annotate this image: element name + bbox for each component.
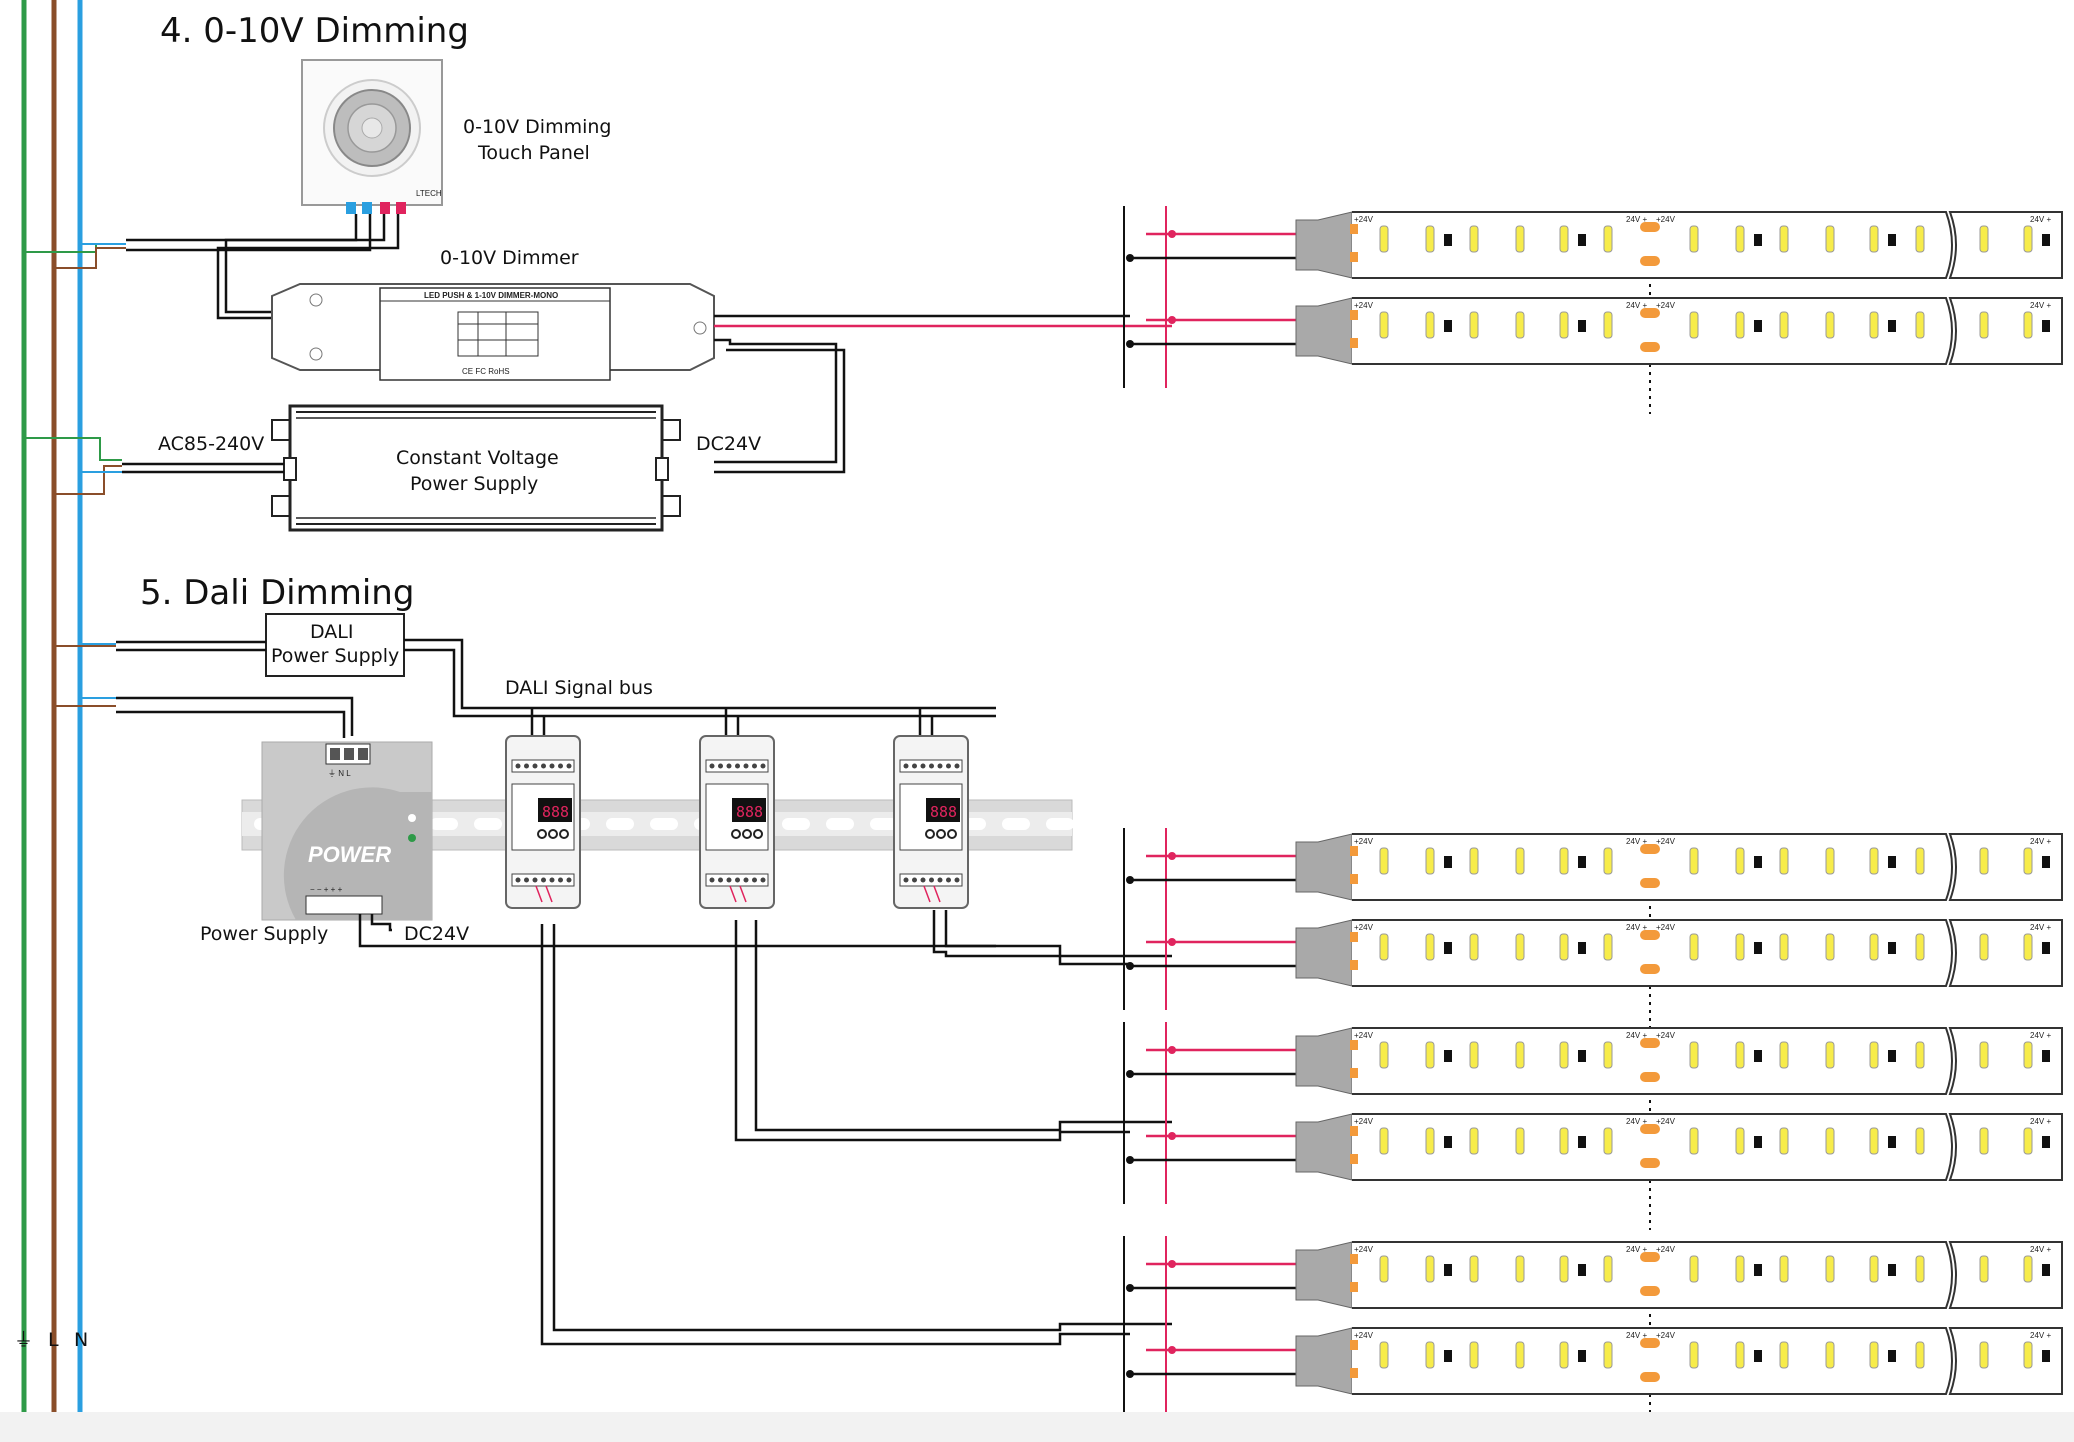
strip-voltage-label: 24V + <box>2030 215 2051 224</box>
dimmer-label: 0-10V Dimmer <box>440 247 579 269</box>
psu-terminals-top: ⏚ N L <box>328 769 351 778</box>
led-strip: +24V 24V + +24V 24V + <box>1126 211 2063 279</box>
strip-voltage-label: +24V <box>1354 1245 1374 1254</box>
decoder-display: 888 <box>736 803 763 821</box>
led-strip: +24V 24V + +24V 24V + <box>1126 1241 2063 1309</box>
strip-voltage-label: 24V + <box>2030 1331 2051 1340</box>
led-strip: +24V 24V + +24V 24V + <box>1126 1327 2063 1395</box>
strip-voltage-label: +24V <box>1656 923 1676 932</box>
led-strip: +24V 24V + +24V 24V + <box>1126 919 2063 987</box>
strip-voltage-label: +24V <box>1354 215 1374 224</box>
strip-voltage-label: +24V <box>1656 1117 1676 1126</box>
dali-psu-label-2: Power Supply <box>271 645 399 667</box>
strip-voltage-label: +24V <box>1354 301 1374 310</box>
led-strip: +24V 24V + +24V 24V + <box>1126 1027 2063 1095</box>
psu-face-label: POWER <box>308 842 391 867</box>
dimmer-plate-marks: CE FC RoHS <box>462 367 510 376</box>
strip-voltage-label: 24V + <box>2030 301 2051 310</box>
live-label: L <box>48 1329 59 1351</box>
dali-psu-box <box>265 613 405 677</box>
din-dc-label: DC24V <box>404 923 469 945</box>
led-strip: +24V 24V + +24V 24V + <box>1126 833 2063 901</box>
strip-voltage-label: 24V + <box>1626 1331 1647 1340</box>
strip-voltage-label: +24V <box>1354 837 1374 846</box>
section4-title: 4. 0-10V Dimming <box>160 11 469 51</box>
decoder-display: 888 <box>542 803 569 821</box>
psu-label-2: Power Supply <box>410 473 538 495</box>
strip-voltage-label: 24V + <box>2030 837 2051 846</box>
strip-voltage-label: 24V + <box>1626 215 1647 224</box>
strip-voltage-label: 24V + <box>1626 1245 1647 1254</box>
touch-panel: LTECH <box>301 59 443 214</box>
din-power-supply: ⏚ N L POWER − − + + + <box>261 741 433 921</box>
touch-panel-label-1: 0-10V Dimming <box>463 116 611 138</box>
strip-voltage-label: +24V <box>1656 1331 1676 1340</box>
section5-title: 5. Dali Dimming <box>140 573 414 613</box>
strip-voltage-label: 24V + <box>2030 1245 2051 1254</box>
strip-voltage-label: 24V + <box>1626 1031 1647 1040</box>
strip-voltage-label: +24V <box>1656 837 1676 846</box>
strip-voltage-label: +24V <box>1656 301 1676 310</box>
dali-psu-label-1: DALI <box>310 621 353 643</box>
strip-voltage-label: +24V <box>1354 1117 1374 1126</box>
dali-decoder: 888 <box>505 708 581 909</box>
strip-voltage-label: 24V + <box>2030 923 2051 932</box>
neutral-label: N <box>74 1329 88 1351</box>
dc-output-label: DC24V <box>696 433 761 455</box>
dali-decoder: 888 <box>699 708 775 909</box>
strip-voltage-label: +24V <box>1656 1031 1676 1040</box>
constant-voltage-psu <box>271 404 681 532</box>
strip-voltage-label: +24V <box>1354 923 1374 932</box>
strip-voltage-label: +24V <box>1656 1245 1676 1254</box>
dimmer-0-10v: LED PUSH & 1-10V DIMMER-MONO CE FC RoHS <box>271 283 715 381</box>
touch-panel-label-2: Touch Panel <box>477 142 590 164</box>
strip-voltage-label: +24V <box>1354 1031 1374 1040</box>
din-psu-label: Power Supply <box>200 923 328 945</box>
bottom-bar <box>0 1412 2074 1442</box>
dimmer-plate-title: LED PUSH & 1-10V DIMMER-MONO <box>424 291 558 300</box>
ac-input-label: AC85-240V <box>158 433 264 455</box>
strip-voltage-label: 24V + <box>1626 301 1647 310</box>
psu-label-1: Constant Voltage <box>396 447 559 469</box>
touch-panel-brand: LTECH <box>416 189 442 198</box>
strip-voltage-label: 24V + <box>1626 837 1647 846</box>
psu-terminals-bottom: − − + + + <box>310 885 343 894</box>
earth-symbol: ⏚ <box>14 1329 33 1351</box>
strip-voltage-label: 24V + <box>1626 1117 1647 1126</box>
strip-voltage-label: 24V + <box>1626 923 1647 932</box>
strip-voltage-label: +24V <box>1656 215 1676 224</box>
strip-voltage-label: +24V <box>1354 1331 1374 1340</box>
led-strip: +24V 24V + +24V 24V + <box>1126 1113 2063 1181</box>
dali-bus-label: DALI Signal bus <box>505 677 653 699</box>
decoder-display: 888 <box>930 803 957 821</box>
led-strip: +24V 24V + +24V 24V + <box>1126 297 2063 365</box>
strip-voltage-label: 24V + <box>2030 1117 2051 1126</box>
dali-decoder: 888 <box>893 708 969 909</box>
strip-voltage-label: 24V + <box>2030 1031 2051 1040</box>
